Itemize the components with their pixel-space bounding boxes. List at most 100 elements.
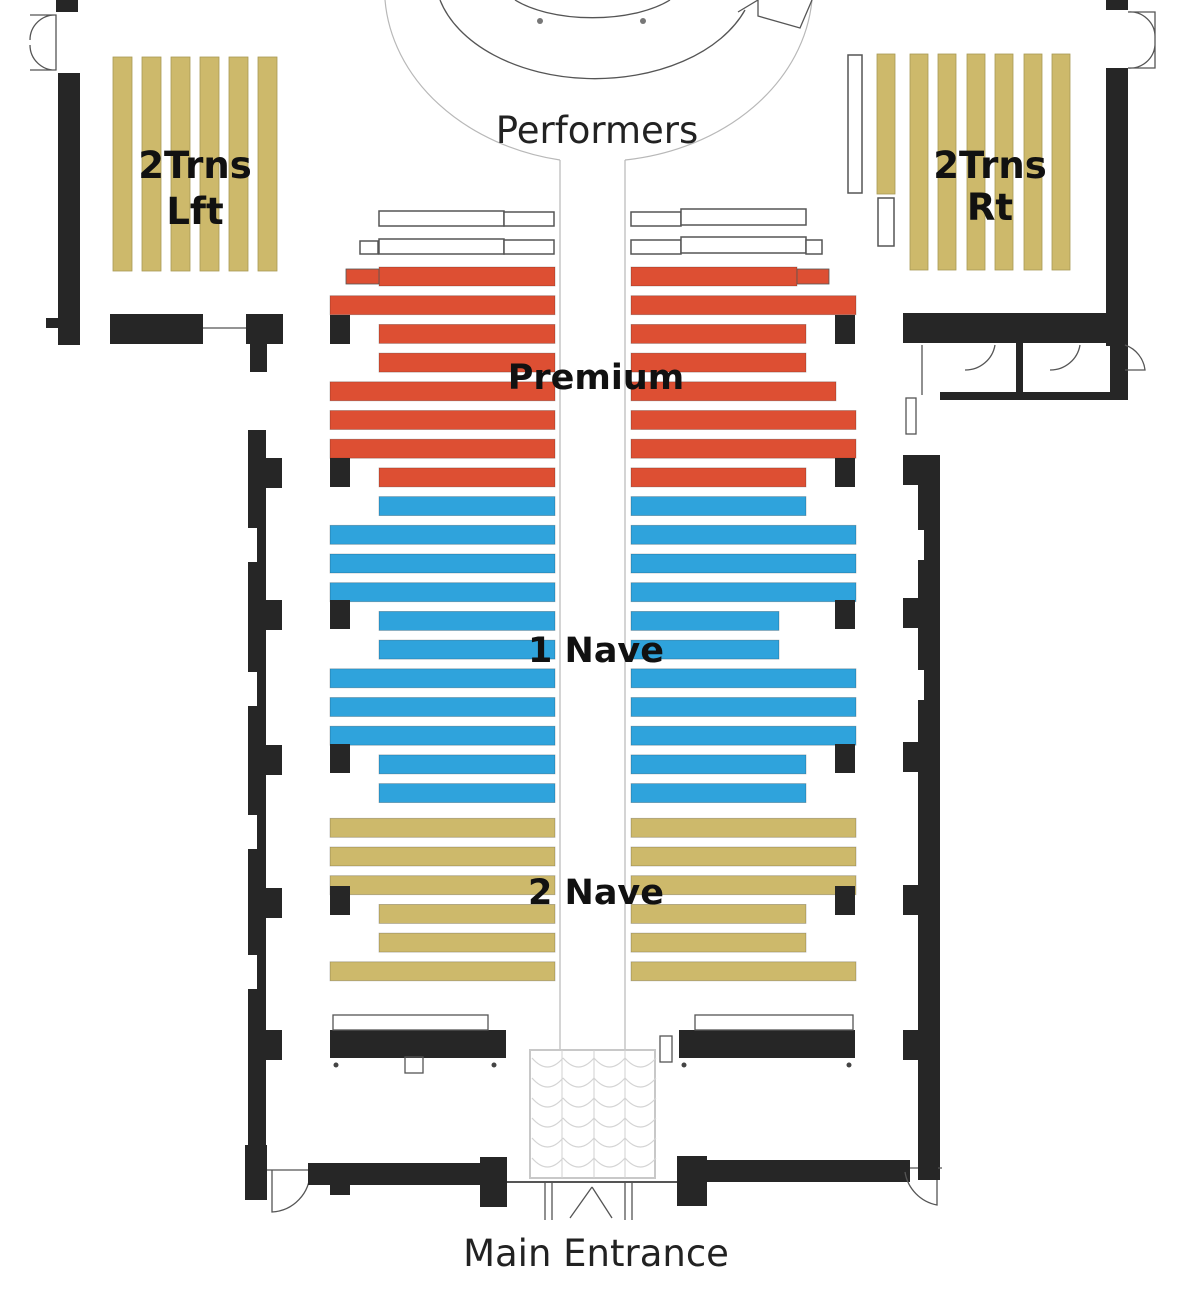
pew-transept-right[interactable]: [1051, 53, 1071, 271]
unsold-seats-right: [630, 239, 682, 255]
pew-row-right[interactable]: [630, 582, 857, 603]
pew-row-left[interactable]: [378, 639, 556, 660]
section-transept-right[interactable]: [876, 53, 1071, 271]
pew-row-left[interactable]: [378, 904, 556, 924]
nave-pillars: [330, 315, 855, 915]
pew-row-left[interactable]: [378, 611, 556, 631]
pillar: [330, 744, 350, 773]
performers-stage[interactable]: [384, 0, 813, 161]
pew-row-left[interactable]: [329, 817, 556, 838]
pew-transept-left[interactable]: [170, 56, 191, 272]
front-unsold-rows: [359, 208, 823, 255]
section-transept-left[interactable]: [112, 56, 278, 272]
nave2-label: 2 Nave: [528, 873, 664, 913]
pew-row-left[interactable]: [378, 932, 556, 953]
pillar: [835, 886, 855, 915]
pew-row-left[interactable]: [329, 582, 556, 603]
pew-row-right[interactable]: [630, 817, 857, 838]
pew-transept-right[interactable]: [994, 53, 1014, 271]
pew-transept-left[interactable]: [112, 56, 133, 272]
pew-transept-left[interactable]: [257, 56, 278, 272]
pew-row-left[interactable]: [329, 961, 556, 982]
pew-row-left[interactable]: [329, 381, 556, 402]
pew-row-left[interactable]: [329, 438, 556, 459]
section-nave1[interactable]: [329, 496, 857, 803]
pew-row-right[interactable]: [630, 754, 807, 775]
pew-transept-right[interactable]: [876, 53, 896, 195]
section-nave2[interactable]: [329, 817, 857, 982]
pew-row-right[interactable]: [630, 323, 807, 344]
pew-transept-right[interactable]: [1023, 53, 1043, 271]
pew-extension-right[interactable]: [796, 268, 830, 285]
pew-row-left[interactable]: [378, 266, 556, 287]
pew-row-left[interactable]: [378, 783, 556, 803]
side-chairs: [877, 197, 895, 247]
pew-transept-left[interactable]: [141, 56, 162, 272]
pillar: [835, 744, 855, 773]
pew-row-right[interactable]: [630, 904, 807, 924]
pew-row-left[interactable]: [378, 754, 556, 775]
pew-row-left[interactable]: [378, 496, 556, 517]
pew-row-left[interactable]: [329, 875, 556, 896]
pew-row-left[interactable]: [329, 410, 556, 430]
pew-row-right[interactable]: [630, 410, 857, 430]
pillar: [330, 458, 350, 487]
pew-row-right[interactable]: [630, 524, 857, 545]
pew-row-right[interactable]: [630, 352, 807, 373]
pew-row-right[interactable]: [630, 875, 857, 896]
pew-row-right[interactable]: [630, 697, 857, 717]
pew-row-right[interactable]: [630, 295, 857, 316]
pew-row-left[interactable]: [378, 323, 556, 344]
pew-row-right[interactable]: [630, 266, 798, 287]
nave-walls: [248, 430, 940, 1180]
pew-row-right[interactable]: [630, 639, 780, 660]
pew-transept-left[interactable]: [199, 56, 220, 272]
transept-left-label-line1: 2Trns: [138, 144, 252, 187]
pew-transept-right[interactable]: [909, 53, 929, 271]
pew-row-right[interactable]: [630, 496, 807, 517]
pew-row-left[interactable]: [378, 352, 556, 373]
equipment-icon: [905, 397, 917, 435]
pew-transept-right[interactable]: [966, 53, 986, 271]
back-bench-left: [330, 1014, 506, 1074]
pew-row-right[interactable]: [630, 438, 857, 459]
side-table: [847, 54, 863, 194]
pew-transept-right[interactable]: [937, 53, 957, 271]
pew-row-right[interactable]: [630, 961, 857, 982]
pew-row-right[interactable]: [630, 932, 807, 953]
nave-seating[interactable]: [329, 266, 857, 982]
unsold-seats-left: [503, 211, 555, 227]
pew-row-right[interactable]: [630, 846, 857, 867]
pew-row-left[interactable]: [329, 725, 556, 746]
pew-row-left[interactable]: [329, 846, 556, 867]
unsold-seat: [359, 240, 379, 255]
pew-row-right[interactable]: [630, 725, 857, 746]
stage-post-icon: [537, 18, 543, 24]
pew-row-right[interactable]: [630, 381, 837, 402]
pillar: [835, 600, 855, 629]
pew-row-left[interactable]: [329, 697, 556, 717]
pew-row-right[interactable]: [630, 553, 857, 574]
equipment-icon: [404, 1056, 424, 1074]
pew-transept-left[interactable]: [228, 56, 249, 272]
pillar: [330, 315, 350, 344]
pew-row-right[interactable]: [630, 611, 780, 631]
pew-row-right[interactable]: [630, 467, 807, 488]
pew-row-left[interactable]: [329, 668, 556, 689]
pillar: [835, 315, 855, 344]
pew-row-left[interactable]: [329, 524, 556, 545]
pew-row-left[interactable]: [329, 295, 556, 316]
pew-row-right[interactable]: [630, 783, 807, 803]
entrance-mat: [529, 1049, 657, 1179]
pew-row-left[interactable]: [378, 467, 556, 488]
back-bench-right: [659, 1014, 855, 1068]
pillar: [330, 600, 350, 629]
pew-row-right[interactable]: [630, 668, 857, 689]
section-premium[interactable]: [329, 266, 857, 488]
performers-label: Performers: [496, 109, 699, 152]
pew-extension-left[interactable]: [345, 268, 380, 285]
pew-row-left[interactable]: [329, 553, 556, 574]
equipment-icon: [659, 1035, 673, 1063]
entrance-walls: [245, 1145, 942, 1220]
